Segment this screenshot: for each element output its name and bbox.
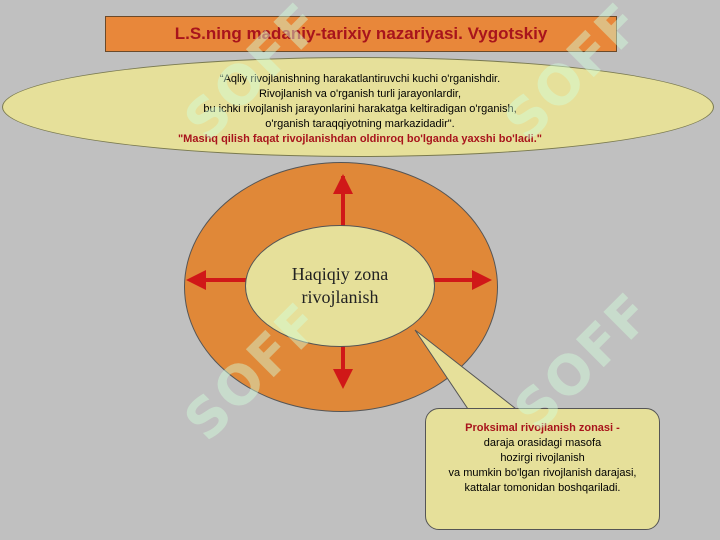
callout-text: Proksimal rivojlanish zonasi - daraja or… (425, 421, 660, 496)
callout-line: hozirgi rivojlanish (500, 452, 585, 464)
actual-zone-ellipse: Haqiqiy zona rivojlanish (245, 225, 435, 347)
arrowhead-left (186, 270, 206, 290)
arrowhead-down (333, 369, 353, 389)
callout-line: daraja orasidagi masofa (483, 437, 602, 449)
arrowhead-up (333, 174, 353, 194)
quote-line: o'rganish taraqqiyotning markazidadir". (265, 118, 455, 130)
title-box: L.S.ning madaniy-tarixiy nazariyasi. Vyg… (105, 16, 617, 52)
quote-line: Rivojlanish va o'rganish turli jarayonla… (258, 88, 462, 100)
callout-pointer (414, 329, 522, 413)
quote-ellipse (2, 57, 714, 157)
page-title: L.S.ning madaniy-tarixiy nazariyasi. Vyg… (174, 24, 548, 43)
actual-zone-label: Haqiqiy zona rivojlanish (265, 263, 415, 309)
actual-zone-line: Haqiqiy zona (291, 264, 389, 284)
quote-text: “Aqliy rivojlanishning harakatlantiruvch… (100, 72, 620, 147)
arrowhead-right (472, 270, 492, 290)
actual-zone-line: rivojlanish (301, 287, 379, 307)
quote-emphasis: "Mashq qilish faqat rivojlanishdan oldin… (177, 133, 543, 145)
callout-line: kattalar tomonidan boshqariladi. (464, 482, 621, 494)
callout-line: va mumkin bo'lgan rivojlanish darajasi, (448, 467, 637, 479)
quote-line: “Aqliy rivojlanishning harakatlantiruvch… (219, 73, 501, 85)
callout-term: Proksimal rivojlanish zonasi - (465, 422, 620, 434)
quote-line: bu ichki rivojlanish jarayonlarini harak… (203, 103, 517, 115)
callout-box (425, 408, 660, 530)
